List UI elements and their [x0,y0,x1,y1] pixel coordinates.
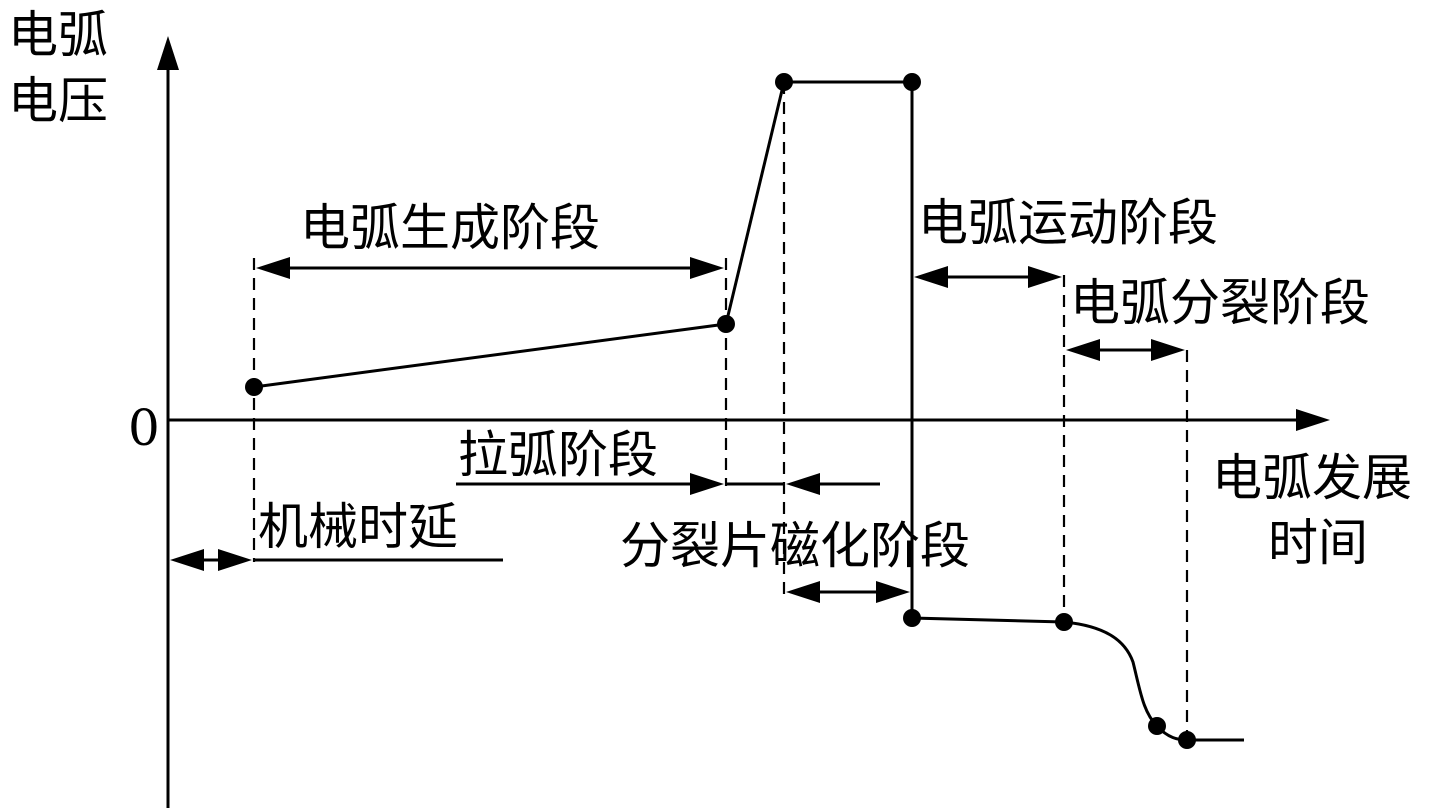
arc-motion-span [914,266,1062,288]
arc-generation-label: 电弧生成阶段 [300,199,600,257]
x-axis [168,409,1330,431]
arrowhead-left [256,257,290,279]
curve-point [1055,613,1073,631]
curve-point [1148,717,1166,735]
x-axis-label-line2: 时间 [1268,514,1368,572]
arc-voltage-curve [245,73,1244,749]
arc-drawing-span [456,473,880,495]
arrowhead-left [786,473,820,495]
y-axis-label-line2: 电压 [8,72,108,130]
arc-generation-span [256,257,724,279]
curve-point [717,315,735,333]
stage-boundaries [252,82,1189,740]
y-axis-arrowhead [157,36,179,70]
y-axis-label-line1: 电弧 [8,6,108,64]
curve-point [903,73,921,91]
origin-label: 0 [128,399,160,457]
curve-main-segment [253,80,1065,624]
arrowhead-left [1066,339,1100,361]
arrowhead-right [218,549,252,571]
arrowhead-left [786,581,820,603]
arrowhead-right [690,257,724,279]
splitter-magnetization-label: 分裂片磁化阶段 [620,517,970,575]
splitter-magnetization-span [786,581,910,603]
y-axis [157,36,179,808]
arc-splitting-span [1066,339,1185,361]
arc-splitting-label: 电弧分裂阶段 [1070,274,1370,332]
arrowhead-left [170,549,204,571]
arrowhead-right [690,473,724,495]
arc-drawing-label: 拉弧阶段 [458,426,658,484]
arrowhead-left [914,266,948,288]
curve-point [1178,731,1196,749]
curve-point [775,73,793,91]
curve-point [245,378,263,396]
mechanical-delay-span [170,549,503,571]
curve-point [903,609,921,627]
x-axis-label-line1: 电弧发展 [1212,449,1412,507]
curve-tail-segment [1063,620,1244,742]
mechanical-delay-label: 机械时延 [258,498,458,556]
x-axis-arrowhead [1296,409,1330,431]
arrowhead-right [1151,339,1185,361]
arrowhead-right [1028,266,1062,288]
arc-motion-label: 电弧运动阶段 [918,194,1218,252]
arrowhead-right [876,581,910,603]
